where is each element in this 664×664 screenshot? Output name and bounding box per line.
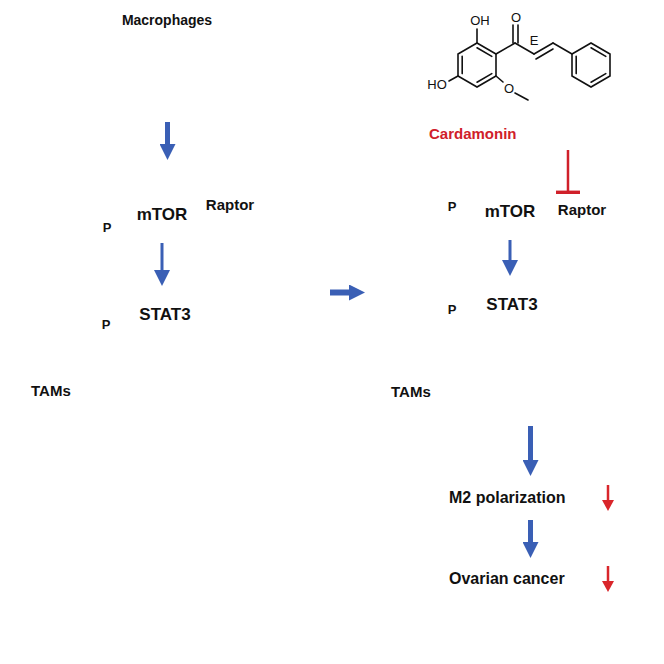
oval-outline [91,216,123,240]
outcome-box: Ovarian cancer [433,558,628,600]
nucleus [142,58,193,107]
phospho-oval: P [89,312,123,338]
decrease-arrow [600,565,616,593]
stat3-oval: STAT3 [105,286,225,344]
node-text: STAT3 [486,295,537,315]
atom-label: HO [427,78,447,91]
oval-outline [106,287,224,343]
ring-double-bond [461,56,463,73]
arrow-connector [528,426,533,466]
node-text: STAT3 [139,305,190,325]
bond [553,43,572,54]
arrow-connector [161,243,164,276]
atom-label: E [530,34,539,47]
tam-cell: TAMsmTORRaptorPSTAT3P [5,160,330,425]
node-text: P [103,221,112,236]
phospho-oval: P [90,215,124,241]
decrease-arrow [600,484,616,512]
box-outline [416,6,650,150]
inhibition-line [567,150,570,192]
carbonyl-bond [512,25,514,43]
oval-outline [436,298,468,322]
ring-double-bond [575,56,577,73]
cell-outline [370,160,652,421]
node-text: P [448,200,457,215]
atom-label: OH [470,14,490,27]
ring-double-bond [477,48,492,57]
cell-outline [10,162,324,420]
oval-outline [453,277,571,333]
arrow-connector [330,290,355,296]
node-text: mTOR [137,205,188,225]
node-text: mTOR [485,202,536,222]
oval-outline [545,192,619,228]
node-text: TAMs [31,382,71,399]
node-text: P [102,318,111,333]
benzene-ring [572,43,610,87]
node-text: Raptor [558,201,606,218]
phospho-oval: P [435,194,469,220]
bond [496,43,515,54]
raptor-oval: Raptor [192,186,268,224]
compound-box: Cardamonin [415,5,650,150]
box-outline [434,559,628,600]
atom-label: O [504,82,514,95]
bond [449,76,458,81]
mtor-oval: mTOR [112,187,212,243]
oval-outline [90,313,122,337]
oval-outline [193,187,267,223]
outcome-box: M2 polarization [433,476,628,520]
ring-double-bond [477,74,492,83]
node-text: P [448,303,457,318]
node-text: Raptor [206,196,254,213]
node-text: M2 polarization [449,489,565,507]
macrophage-cell: Macrophages [92,40,242,122]
macrophage-cell-shape [92,40,242,122]
arrow-connector [165,122,170,150]
ring-double-bond [591,74,606,83]
oval-outline [436,195,468,219]
tam-cell: TAMsmTORRaptorPSTAT3P [365,158,657,426]
carbonyl-bond [517,25,519,43]
stat3-oval: STAT3 [452,276,572,334]
oval-outline [113,188,211,242]
bond [496,76,503,82]
cell-outline [95,43,240,119]
ring-double-bond [591,48,606,57]
node-text: TAMs [391,383,431,400]
bond [476,29,478,43]
double-bond [536,49,553,59]
arrow-connector [509,240,512,266]
node-text: Ovarian cancer [449,570,565,588]
phospho-oval: P [435,297,469,323]
atom-label: O [511,11,521,24]
oval-outline [461,185,559,239]
raptor-oval: Raptor [544,191,620,229]
box-outline [434,477,628,520]
mtor-oval: mTOR [460,184,560,240]
node-text: Cardamonin [429,125,517,142]
node-text: Macrophages [122,12,212,28]
arrow-connector [528,520,533,548]
bond [515,93,528,100]
benzene-ring [458,43,496,87]
